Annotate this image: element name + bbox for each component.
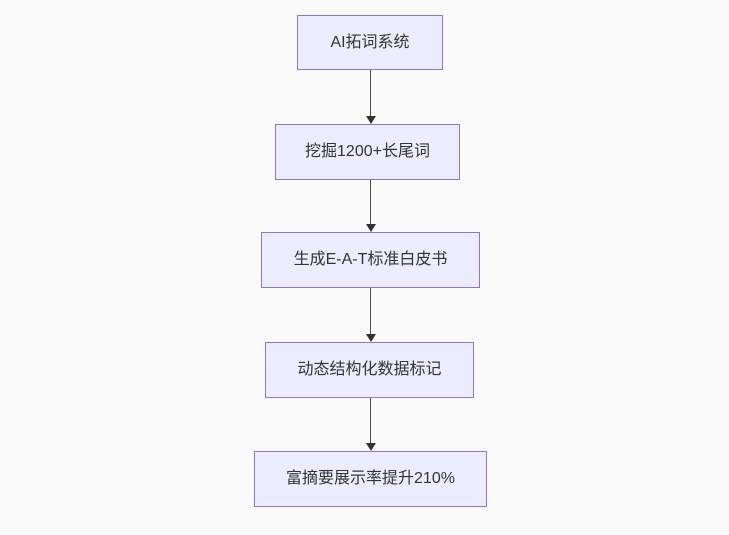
flow-node-structured-data: 动态结构化数据标记 bbox=[265, 342, 474, 398]
arrowhead-down-icon bbox=[365, 224, 376, 232]
arrow-line bbox=[369, 180, 372, 224]
flow-node-ai-word-expansion: AI拓词系统 bbox=[297, 15, 443, 70]
arrowhead-down-icon bbox=[365, 334, 376, 342]
flow-node-label: 富摘要展示率提升210% bbox=[286, 470, 455, 488]
flow-node-rich-snippet-result: 富摘要展示率提升210% bbox=[254, 451, 487, 507]
flow-arrow-3 bbox=[365, 288, 376, 342]
flow-node-eat-whitepaper: 生成E-A-T标准白皮书 bbox=[261, 232, 480, 288]
arrowhead-down-icon bbox=[365, 116, 376, 124]
arrow-line bbox=[369, 398, 372, 443]
arrow-line bbox=[369, 70, 372, 116]
flow-node-label: 挖掘1200+长尾词 bbox=[305, 143, 430, 161]
flow-node-longtail-mining: 挖掘1200+长尾词 bbox=[275, 124, 460, 180]
flow-arrow-4 bbox=[365, 398, 376, 451]
arrow-line bbox=[369, 288, 372, 334]
flow-node-label: 生成E-A-T标准白皮书 bbox=[293, 251, 448, 269]
flow-node-label: AI拓词系统 bbox=[330, 33, 410, 51]
flow-arrow-1 bbox=[365, 70, 376, 124]
arrowhead-down-icon bbox=[365, 443, 376, 451]
flow-node-label: 动态结构化数据标记 bbox=[297, 361, 442, 379]
flow-arrow-2 bbox=[365, 180, 376, 232]
